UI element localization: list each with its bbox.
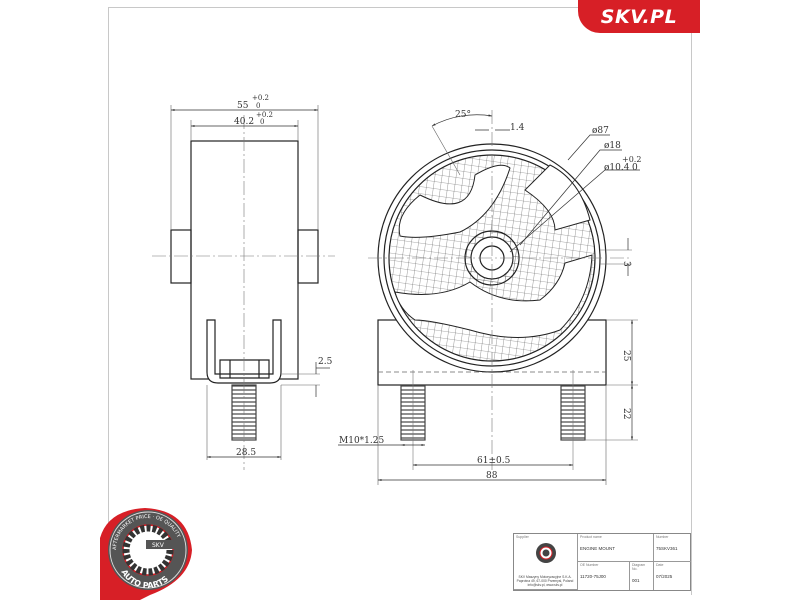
dim-bracket-width: 28.5 [236,448,256,458]
supplier-cell: Supplier SKV Maszyny Motoryzacyjne S.K.A… [514,534,578,590]
dim-offset: 1.4 [510,123,525,133]
diagram-no-cell: Diagram No. 001 [630,562,654,590]
dim-base-width: 88 [486,471,498,481]
dim-bore-tol-upper: +0.2 [622,155,641,164]
dim-stud-length: 22 [621,408,631,419]
oe-number-value: 11720-75J00 [580,574,606,579]
drawing-frame [108,7,692,595]
skv-auto-parts-badge: SKV AFTERMARKET PRICE · OE QUALITY AUTO … [100,508,192,600]
oe-number-cell: OE Number 11720-75J00 [578,562,630,590]
diagram-no-label: Diagram No. [632,563,646,571]
product-name-cell: Product name ENGINE MOUNT [578,534,654,562]
product-name-value: ENGINE MOUNT [580,546,616,551]
dim-inner-tol-lower: 0 [260,118,264,126]
title-block: Supplier SKV Maszyny Motoryzacyjne S.K.A… [513,533,691,591]
brand-label: SKV.PL [600,5,678,28]
dim-base-height: 25 [621,350,631,362]
oe-number-label: OE Number [580,563,599,567]
company-line-2: Paprotna 49, 67-000 Przemysl, Poland [516,579,574,583]
dim-center-offset: 3 [621,261,631,267]
supplier-logo-icon [536,543,556,563]
dim-thread: M10*1.25 [339,436,384,446]
dim-outer-diameter: ø87 [592,126,609,136]
dim-outer-tol-upper: +0.2 [252,94,269,102]
dim-plate-thickness: 2.5 [318,357,333,367]
brand-tab[interactable]: SKV.PL [578,0,700,33]
supplier-label: Supplier [516,535,529,539]
dim-bore-tol-lower: 0 [632,163,638,173]
number-label: Number [656,535,669,539]
product-name-label: Product name [580,535,602,539]
number-cell: Number 75SKV361 [654,534,691,562]
date-cell: Date 07/2025 [654,562,691,590]
dim-outer-width: 55 [237,101,249,111]
side-view [152,105,335,470]
dim-stud-spacing: 61±0.5 [477,456,511,466]
front-view [338,110,640,485]
date-label: Date [656,563,664,567]
dim-outer-tol-lower: 0 [256,102,260,110]
dim-inner-tol-upper: +0.2 [256,111,273,119]
date-value: 07/2025 [656,574,673,579]
dim-bore-diameter: ø10.4 [604,163,630,173]
dim-hub-diameter: ø18 [604,141,621,151]
company-line-3: info@skv.pl, www.skv.pl [527,583,563,587]
number-value: 75SKV361 [656,546,678,551]
company-line-1: SKV Maszyny Motoryzacyjne S.K.A. [518,575,572,579]
diagram-no-value: 001 [632,578,640,583]
dim-angle: 25° [455,110,471,120]
dim-inner-width: 40.2 [234,117,254,127]
badge-center-text: SKV [152,542,165,549]
